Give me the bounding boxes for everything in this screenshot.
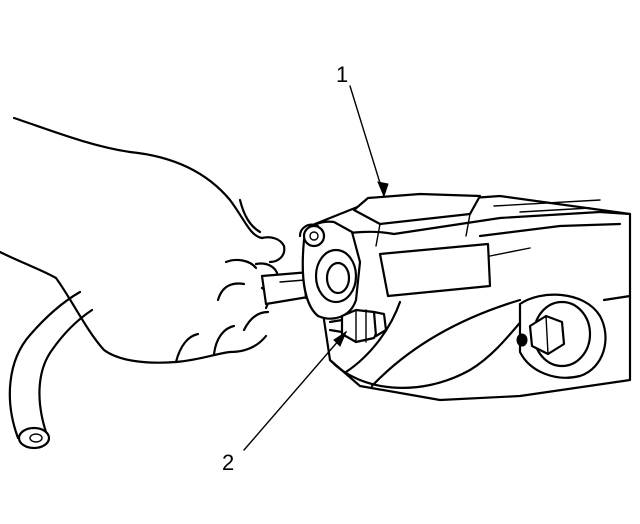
hose-end <box>17 426 51 450</box>
upper-bolt <box>302 224 326 248</box>
callout-2-leader <box>243 331 347 451</box>
column-housing <box>308 192 632 402</box>
callout-2-label: 2 <box>222 450 234 475</box>
callout-2: 2 <box>222 330 348 475</box>
front-flange <box>298 220 362 320</box>
callout-1: 1 <box>336 62 389 198</box>
callout-1-label: 1 <box>336 62 348 87</box>
fitting <box>328 308 388 344</box>
callout-1-leader <box>349 85 385 197</box>
hand <box>0 116 286 364</box>
hose <box>8 290 94 450</box>
